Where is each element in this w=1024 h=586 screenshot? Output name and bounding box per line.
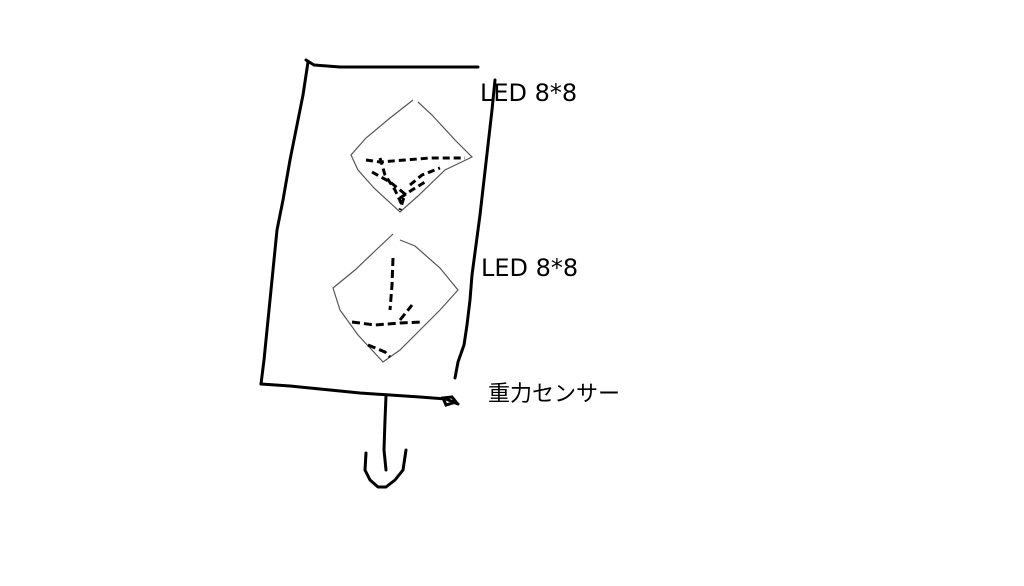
device-body-bottom-edge bbox=[259, 382, 460, 406]
led-matrix-bottom bbox=[332, 233, 459, 363]
gravity-sensor-label: 重力センサー bbox=[488, 382, 621, 407]
led-bottom-label: LED 8*8 bbox=[481, 254, 579, 282]
device-body-left-edge bbox=[259, 60, 310, 386]
hook-stem bbox=[382, 394, 388, 472]
device-body-top-edge bbox=[304, 58, 480, 69]
device-body-right-edge bbox=[453, 78, 497, 380]
gravity-sensor-mark bbox=[440, 395, 459, 407]
hook-curve bbox=[363, 448, 408, 489]
led-top-label: LED 8*8 bbox=[480, 79, 578, 107]
led-matrix-top bbox=[350, 99, 474, 213]
